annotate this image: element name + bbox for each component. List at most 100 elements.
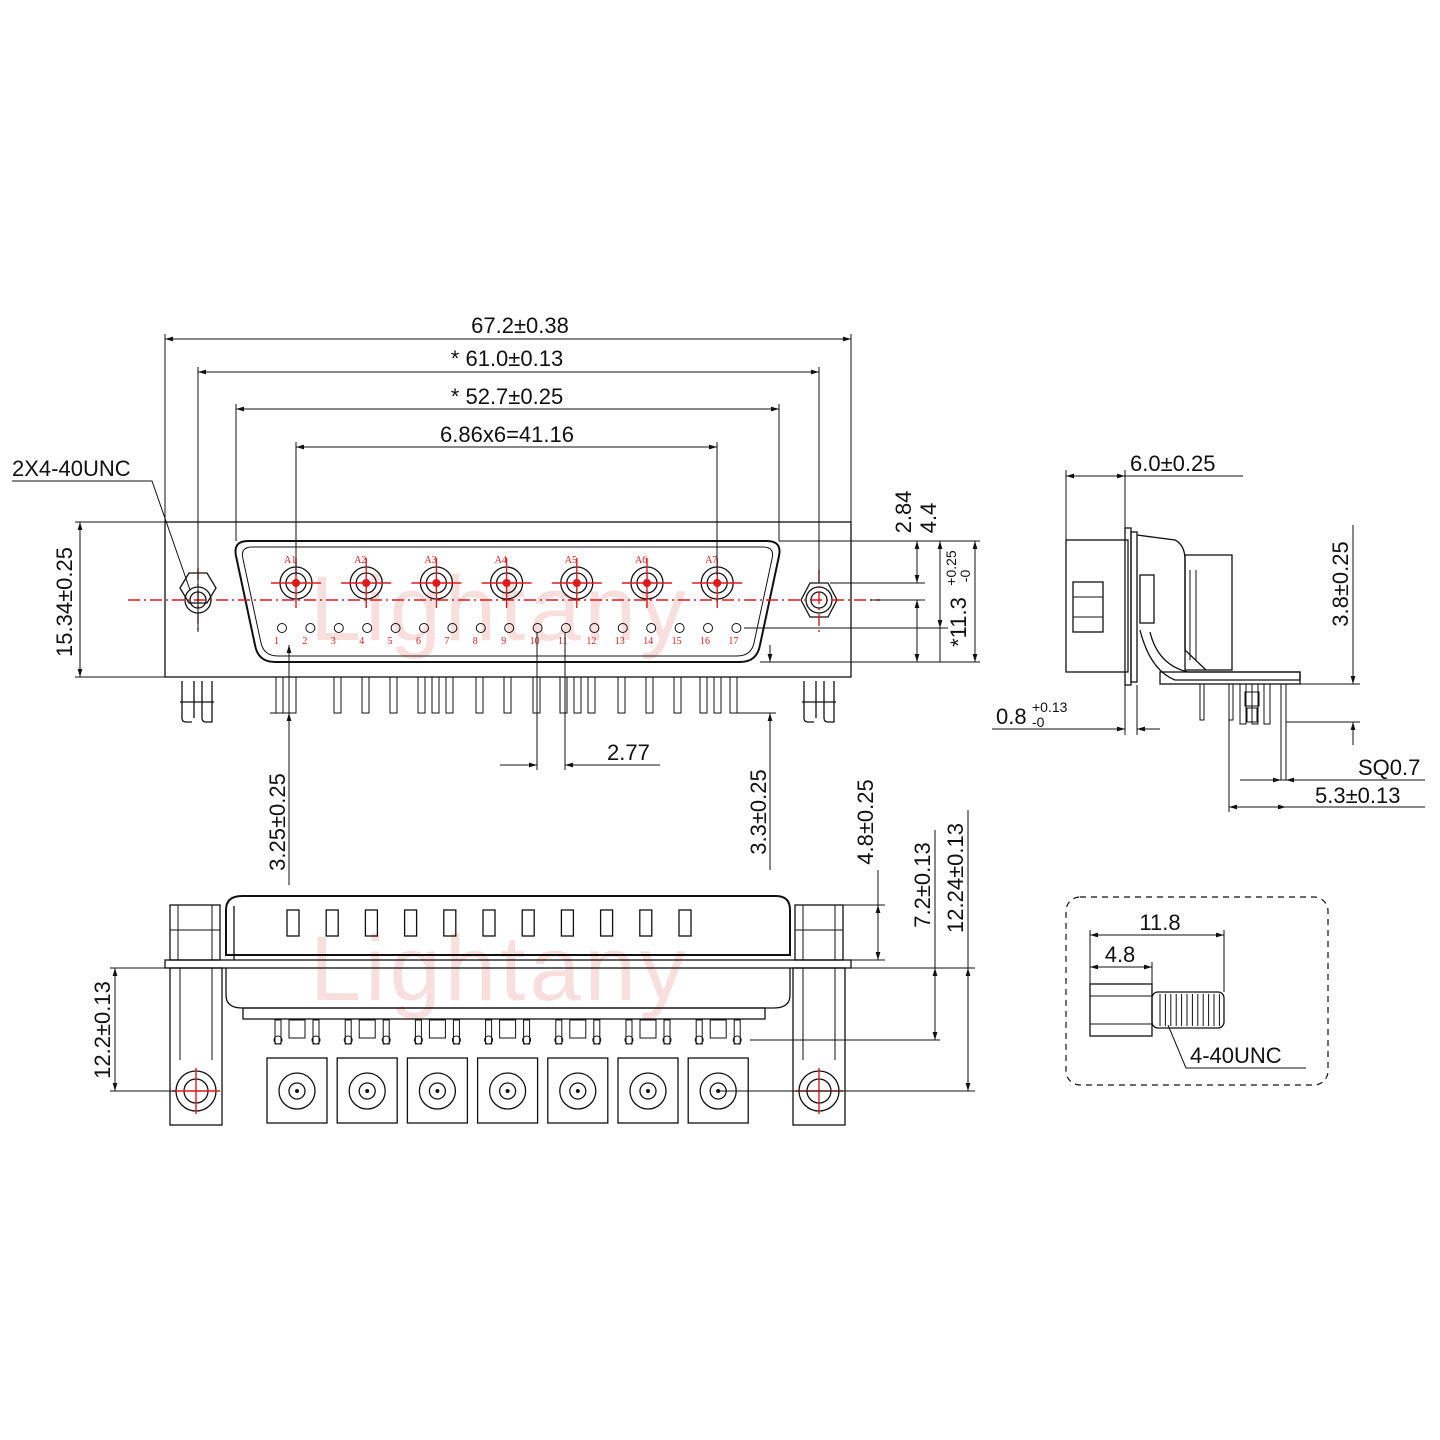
detail-thread-label: 4-40UNC [1190, 1043, 1282, 1068]
coax-solder-cup [569, 1019, 587, 1039]
bottom-view: 4.8±0.25 7.2±0.13 12.24±0.13 12.2±0.13 [90, 779, 975, 1126]
contact-slot [403, 909, 418, 937]
coax-label: A6 [635, 555, 647, 566]
coax-leg-tip [662, 1035, 672, 1045]
dim-11-3-tol-minus: -0 [957, 570, 973, 583]
dim-shell-width: * 52.7±0.25 [451, 384, 563, 409]
signal-label: 7 [444, 636, 449, 647]
coax-leg-tip [732, 1035, 742, 1045]
side-pcb [1159, 671, 1301, 685]
signal-label: 15 [672, 636, 682, 647]
contact-slot [599, 909, 614, 937]
coax-label: A5 [565, 555, 577, 566]
coax-leg [625, 1019, 633, 1045]
coax-solder-cup [709, 1019, 727, 1039]
coax-leg-tip [343, 1035, 353, 1045]
dim-0-8-tol-minus: -0 [1032, 714, 1045, 730]
detail-leader [1167, 1024, 1306, 1069]
coax-block [547, 1057, 609, 1124]
coax-leg [733, 1019, 741, 1045]
coax-block-ring [629, 1072, 667, 1110]
coax-leg [593, 1019, 601, 1045]
contact-slot [286, 909, 300, 937]
coax-block [476, 1057, 539, 1124]
coax-block-pin [295, 1089, 299, 1093]
signal-label: 16 [700, 636, 710, 647]
d-shell-outer [234, 540, 781, 663]
front-pcb-pins [275, 676, 738, 714]
contact-slot [639, 909, 653, 937]
coax-label: A2 [354, 555, 366, 566]
coax-block [617, 1057, 679, 1124]
signal-label: 8 [473, 636, 478, 647]
coax-leg [382, 1019, 390, 1045]
coax-leg-tip [522, 1035, 532, 1045]
screw-detail: 11.8 4.8 4-40UNC [1065, 896, 1329, 1086]
signal-contact [447, 623, 458, 633]
signal-contact [731, 623, 742, 633]
signal-contact [532, 623, 543, 633]
dim-12-2: 12.2±0.13 [90, 981, 115, 1079]
signal-contact [333, 623, 344, 633]
signal-label: 12 [586, 636, 596, 647]
coax-label: A4 [495, 555, 507, 566]
signal-contact [305, 623, 316, 633]
coax-block-pin [575, 1089, 580, 1093]
dim-overall-width: 67.2±0.38 [471, 313, 569, 338]
coax-solder-cup [639, 1019, 657, 1039]
coax-leg [485, 1019, 493, 1045]
coax-leg [344, 1019, 352, 1045]
dim-11-8: 11.8 [1139, 910, 1180, 935]
signal-contact [504, 623, 515, 633]
coax-leg-tip [694, 1035, 704, 1045]
signal-contact [419, 623, 429, 633]
coax-leg-tip [624, 1035, 634, 1045]
coax-block-pin [365, 1089, 370, 1093]
detail-thread [1151, 991, 1225, 1029]
coax-leg-tip [413, 1035, 423, 1045]
coax-block-core [498, 1082, 517, 1100]
coax-solder-cup [428, 1019, 446, 1039]
signal-label: 5 [388, 636, 393, 647]
signal-contact [646, 623, 657, 633]
coax-label: A7 [705, 555, 717, 566]
dim-6-0: 6.0±0.25 [1130, 451, 1215, 476]
dim-0-8: 0.8 [996, 704, 1027, 729]
signal-label: 13 [615, 636, 625, 647]
bottom-coax-blocks [266, 1019, 749, 1124]
coax-leg [523, 1019, 531, 1045]
dim-5-3: 5.3±0.13 [1315, 783, 1400, 808]
side-pcb-pins [1199, 683, 1287, 781]
side-hex-nut [1072, 581, 1104, 633]
coax-block-core [428, 1082, 447, 1100]
coax-block-core [288, 1082, 306, 1100]
signal-contact [674, 623, 685, 633]
signal-label: 6 [416, 636, 421, 647]
contact-slot [482, 909, 496, 937]
dim-3-8: 3.8±0.25 [1328, 541, 1353, 626]
coax-leg-tip [311, 1035, 321, 1045]
right-bottom-boardlock [792, 967, 846, 1126]
coax-block [266, 1057, 328, 1124]
coax-solder-cup [288, 1019, 306, 1039]
dim-3-3: 3.3±0.25 [746, 769, 771, 854]
signal-label: 9 [501, 636, 506, 647]
coax-block [336, 1057, 398, 1124]
coax-block-pin [646, 1089, 650, 1093]
signal-contact [362, 623, 373, 633]
contact-slot [325, 909, 339, 937]
side-view: 6.0±0.25 3.8±0.25 0.8 +0.13 -0 SQ0.7 5.3… [992, 451, 1425, 812]
coax-block-core [569, 1082, 587, 1100]
dim-0-8-tol-plus: +0.13 [1032, 699, 1068, 715]
signal-contact [475, 623, 486, 633]
dim-2-77: 2.77 [607, 740, 650, 765]
coax-block-ring [488, 1072, 527, 1110]
detail-hex [1089, 983, 1153, 1037]
side-shell-front [1065, 539, 1129, 673]
thread-leader [12, 480, 191, 591]
watermark-bottom: Lightany [310, 918, 690, 1020]
coax-block-ring [278, 1072, 316, 1110]
